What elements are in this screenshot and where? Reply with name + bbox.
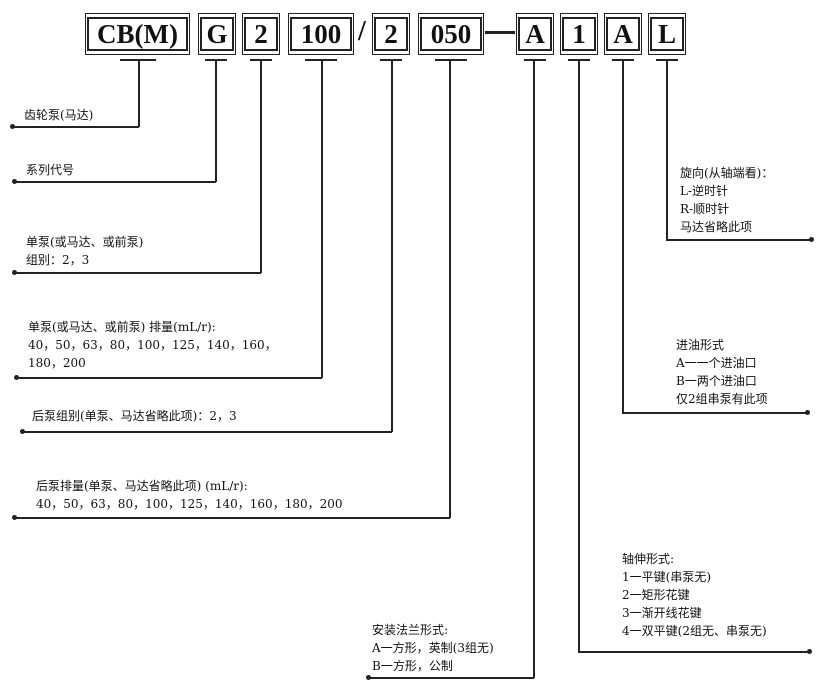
label-single-disp-title: 单泵(或马达、或前泵) 排量(mL/r): [28, 320, 216, 334]
label-single-disp-line2: 180，200 [28, 356, 86, 370]
leader-rotation-v [666, 60, 668, 240]
leader-inlet-h [622, 412, 808, 414]
label-rotation-l: L-逆时针 [680, 184, 729, 198]
label-flange-title: 安装法兰形式: [372, 623, 449, 637]
code-box-front-displacement: 100 [288, 13, 354, 55]
leader-front-disp-h [16, 377, 322, 379]
label-inlet: 进油形式 A一一个进油口 B一两个进油口 仅2组串泵有此项 [676, 336, 768, 408]
leader-cbm-v [138, 60, 140, 127]
leader-flange-h [368, 677, 534, 679]
leader-shaft-v [578, 60, 580, 652]
leader-front-group-v [260, 60, 262, 273]
label-inlet-a: A一一个进油口 [676, 356, 757, 370]
label-inlet-b: B一两个进油口 [676, 374, 757, 388]
label-rotation-title: 旋向(从轴端看)： [680, 166, 774, 180]
label-rear-group: 后泵组别(单泵、马达省略此项)：2，3 [32, 409, 237, 423]
label-shaft-2: 2一矩形花键 [622, 588, 690, 602]
leader-rotation-h [666, 239, 812, 241]
code-slash: / [358, 16, 366, 47]
leader-inlet-dot [805, 410, 810, 415]
code-box-rear-group: 2 [372, 13, 410, 55]
tick-flange [524, 59, 546, 61]
code-box-rear-displacement: 050 [418, 13, 484, 55]
tick-rear-disp [435, 59, 467, 61]
label-flange: 安装法兰形式: A一方形，英制(3组无) B一方形，公制 [372, 621, 494, 675]
leader-rear-group-v [391, 60, 393, 432]
leader-front-disp-v [321, 60, 323, 378]
code-box-inlet: A [604, 13, 642, 55]
leader-front-group-dot [12, 270, 17, 275]
leader-rear-disp-v [449, 60, 451, 518]
code-box-shaft: 1 [560, 13, 598, 55]
leader-rear-group-h [22, 431, 392, 433]
label-rotation: 旋向(从轴端看)： L-逆时针 R-顺时针 马达省略此项 [680, 164, 773, 236]
label-shaft-3: 3一渐开线花键 [622, 606, 702, 620]
label-shaft: 轴伸形式: 1一平键(串泵无) 2一矩形花键 3一渐开线花键 4一双平键(2组无… [622, 550, 767, 640]
leader-flange-v [533, 60, 535, 678]
code-box-rotation: L [648, 13, 686, 55]
label-single-pump-groups: 组别：2，3 [26, 253, 90, 267]
leader-rotation-dot [809, 237, 814, 242]
leader-g-v [215, 60, 217, 182]
label-single-pump-group: 单泵(或马达、或前泵) 组别：2，3 [26, 233, 143, 269]
label-rotation-r: R-顺时针 [680, 202, 730, 216]
label-gear-pump: 齿轮泵(马达) [24, 108, 94, 122]
leader-cbm-dot [10, 124, 15, 129]
leader-front-disp-dot [14, 375, 19, 380]
leader-rear-disp-h [14, 517, 450, 519]
leader-inlet-v [622, 60, 624, 413]
leader-rear-disp-dot [12, 515, 17, 520]
code-box-front-group: 2 [242, 13, 280, 55]
label-inlet-note: 仅2组串泵有此项 [676, 392, 768, 406]
label-shaft-4: 4一双平键(2组无、串泵无) [622, 624, 767, 638]
leader-rear-group-dot [20, 429, 25, 434]
label-series: 系列代号 [26, 163, 75, 177]
leader-cbm-h [12, 126, 139, 128]
leader-flange-dot [366, 675, 371, 680]
leader-front-group-h [14, 272, 261, 274]
label-inlet-title: 进油形式 [676, 338, 725, 352]
label-single-disp-line1: 40，50，63，80，100，125，140，160， [28, 338, 277, 352]
label-rear-displacement: 后泵排量(单泵、马达省略此项) (mL/r): 40，50，63，80，100，… [36, 477, 343, 513]
leader-shaft-dot [807, 649, 812, 654]
label-shaft-title: 轴伸形式: [622, 552, 675, 566]
code-dash [485, 31, 515, 34]
label-flange-a: A一方形，英制(3组无) [372, 641, 494, 655]
code-box-g: G [198, 13, 236, 55]
label-single-displacement: 单泵(或马达、或前泵) 排量(mL/r): 40，50，63，80，100，12… [28, 318, 277, 372]
label-rear-disp-title: 后泵排量(单泵、马达省略此项) (mL/r): [36, 479, 248, 493]
code-box-flange: A [516, 13, 554, 55]
label-shaft-1: 1一平键(串泵无) [622, 570, 711, 584]
code-box-cbm: CB(M) [85, 13, 190, 55]
leader-g-h [14, 181, 216, 183]
leader-g-dot [12, 179, 17, 184]
label-flange-b: B一方形，公制 [372, 659, 453, 673]
label-single-pump-title: 单泵(或马达、或前泵) [26, 235, 144, 249]
label-rotation-note: 马达省略此项 [680, 220, 753, 234]
label-rear-disp-values: 40，50，63，80，100，125，140，160，180，200 [36, 497, 343, 511]
leader-shaft-h [578, 651, 810, 653]
